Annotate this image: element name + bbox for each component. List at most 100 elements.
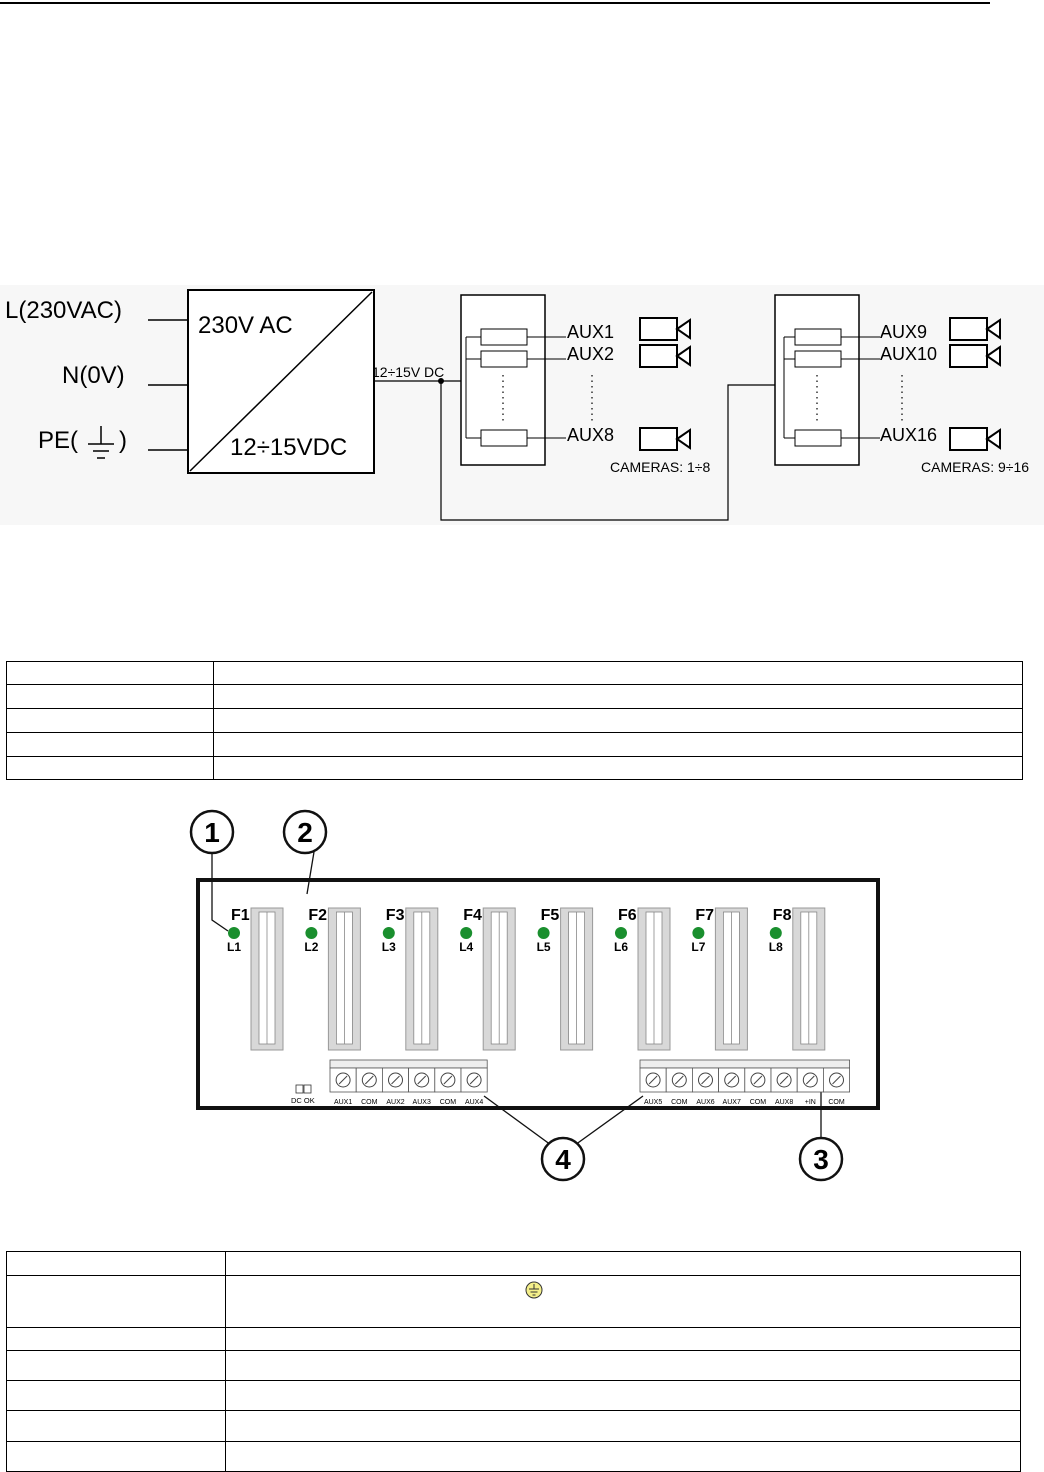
terminal-label: AUX7 (723, 1099, 741, 1106)
fuse-label: F2 (308, 907, 327, 924)
bus-junction (438, 378, 444, 384)
terminal-screw[interactable] (744, 1067, 772, 1093)
table-cell (6, 1410, 226, 1442)
table-cell (6, 732, 214, 757)
led-indicator (769, 927, 782, 939)
input-label-pe-close: ) (119, 427, 127, 454)
table-cell (225, 1327, 1021, 1351)
input-label-l: L(230VAC) (5, 297, 122, 324)
table-cell (225, 1380, 1021, 1411)
table-row (6, 1350, 1021, 1381)
output-label-aux2: AUX2 (567, 344, 614, 364)
terminal-label: AUX5 (644, 1099, 662, 1106)
terminal-screw[interactable] (665, 1067, 693, 1093)
ground-icon (88, 426, 114, 459)
table-row (6, 1380, 1021, 1411)
output-label-aux10: AUX10 (880, 344, 937, 364)
input-label-pe: PE( (38, 427, 78, 454)
terminal-screw[interactable] (460, 1067, 488, 1093)
table-cell (213, 756, 1023, 780)
table-cell (225, 1275, 1021, 1328)
callout-3: 3 (798, 1136, 844, 1182)
table-row (6, 708, 1023, 733)
callout-2: 2 (282, 809, 328, 855)
table-cell (6, 684, 214, 709)
table-row (6, 1410, 1021, 1442)
spec-table-1 (6, 661, 1023, 780)
led-indicator (537, 927, 550, 939)
terminal-screw[interactable] (718, 1067, 746, 1093)
terminal-label: COM (750, 1099, 767, 1106)
svg-text:2: 2 (297, 817, 313, 848)
terminal-screw[interactable] (381, 1067, 409, 1093)
cameras-caption-1: CAMERAS: 1÷8 (610, 459, 710, 475)
camera-icon (949, 427, 1001, 451)
led-indicator (382, 927, 395, 939)
spec-table-2 (6, 1251, 1021, 1472)
terminal-screw[interactable] (796, 1067, 824, 1093)
table-cell (6, 1251, 226, 1276)
table-row (6, 1441, 1021, 1472)
terminal-screw[interactable] (355, 1067, 383, 1093)
terminal-label: AUX8 (775, 1099, 793, 1106)
terminal-label: +IN (805, 1099, 816, 1106)
table-cell (6, 1275, 226, 1328)
terminal-screw[interactable] (408, 1067, 436, 1093)
led-label: L1 (227, 940, 241, 954)
table-cell (225, 1441, 1021, 1472)
input-wires (148, 319, 188, 451)
led-indicator (460, 927, 473, 939)
camera-icon (639, 344, 691, 368)
led-label: L4 (459, 940, 473, 954)
psu-output-label: 12÷15VDC (230, 434, 347, 461)
terminal-label: AUX3 (413, 1099, 431, 1106)
svg-text:4: 4 (555, 1144, 571, 1175)
table-cell (213, 684, 1023, 709)
table-row (6, 684, 1023, 709)
fuse-module-2 (774, 294, 880, 466)
table-cell (6, 1327, 226, 1351)
terminal-screw[interactable] (823, 1067, 851, 1093)
table-row (6, 1327, 1021, 1351)
led-label: L3 (382, 940, 396, 954)
table-cell (6, 661, 214, 685)
table-cell (225, 1350, 1021, 1381)
camera-icon (639, 317, 691, 341)
fuse-label: F5 (541, 907, 560, 924)
table-cell (6, 1380, 226, 1411)
output-label-aux16: AUX16 (880, 425, 937, 445)
terminal-screw[interactable] (692, 1067, 720, 1093)
table-cell (213, 661, 1023, 685)
svg-text:1: 1 (204, 817, 220, 848)
table-row (6, 756, 1023, 780)
table-cell (6, 756, 214, 780)
led-label: L5 (537, 940, 551, 954)
camera-icon (949, 317, 1001, 341)
led-label: L8 (769, 940, 783, 954)
table-cell (213, 708, 1023, 733)
terminal-label: AUX6 (696, 1099, 714, 1106)
terminal-screw[interactable] (329, 1067, 357, 1093)
terminal-label: COM (671, 1099, 688, 1106)
terminal-screw[interactable] (434, 1067, 462, 1093)
cameras-caption-2: CAMERAS: 9÷16 (921, 459, 1029, 475)
led-indicator (692, 927, 705, 939)
led-indicator (228, 927, 240, 939)
terminal-label: AUX1 (334, 1099, 352, 1106)
input-label-n: N(0V) (62, 362, 125, 389)
output-label-aux9: AUX9 (880, 322, 927, 342)
table-row (6, 1275, 1021, 1328)
table-cell (6, 1441, 226, 1472)
led-indicator (615, 927, 627, 939)
terminal-screw[interactable] (770, 1067, 798, 1093)
terminal-screw[interactable] (639, 1067, 667, 1093)
